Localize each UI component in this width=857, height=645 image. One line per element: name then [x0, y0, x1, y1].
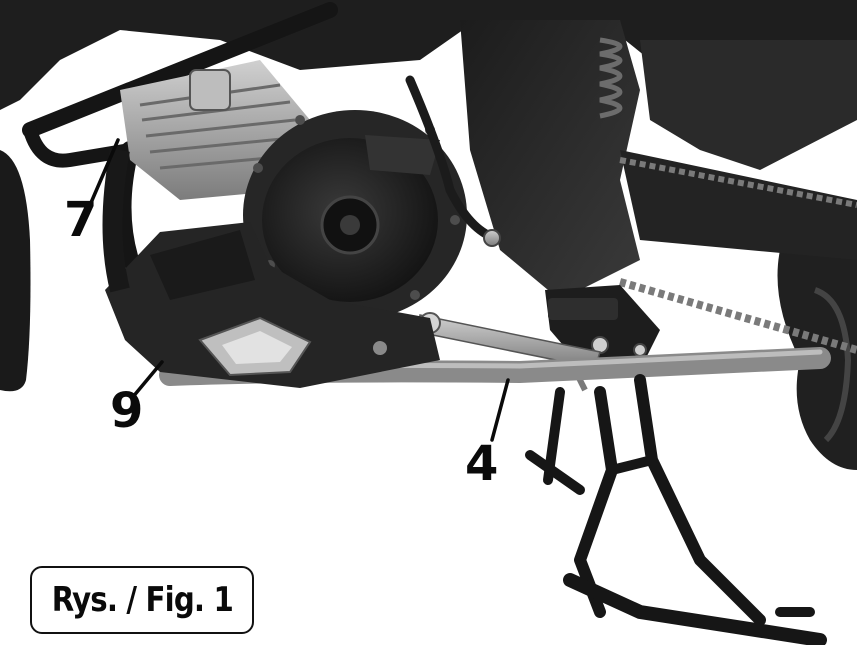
skid-plate — [105, 222, 440, 388]
rear-shock — [599, 37, 623, 119]
pointer-line-4 — [490, 378, 510, 442]
front-wheel — [0, 150, 31, 392]
swingarm — [618, 150, 857, 354]
pointer-line-9 — [130, 360, 164, 400]
center-stand — [525, 374, 827, 645]
engine-cover — [243, 110, 467, 320]
callout-label-9: 9 — [110, 383, 144, 439]
clutch-line — [405, 75, 500, 243]
pointer-line-7 — [88, 138, 120, 207]
callout-label-7: 7 — [64, 192, 98, 248]
clutch-fitting — [483, 229, 501, 247]
upper-frame — [0, 0, 857, 300]
pointer-lines — [88, 138, 510, 442]
callout-label-4: 4 — [465, 436, 499, 492]
figure-caption-box: Rys. / Fig. 1 — [30, 566, 254, 634]
downtube — [102, 148, 130, 293]
figure-caption: Rys. / Fig. 1 — [51, 580, 233, 620]
